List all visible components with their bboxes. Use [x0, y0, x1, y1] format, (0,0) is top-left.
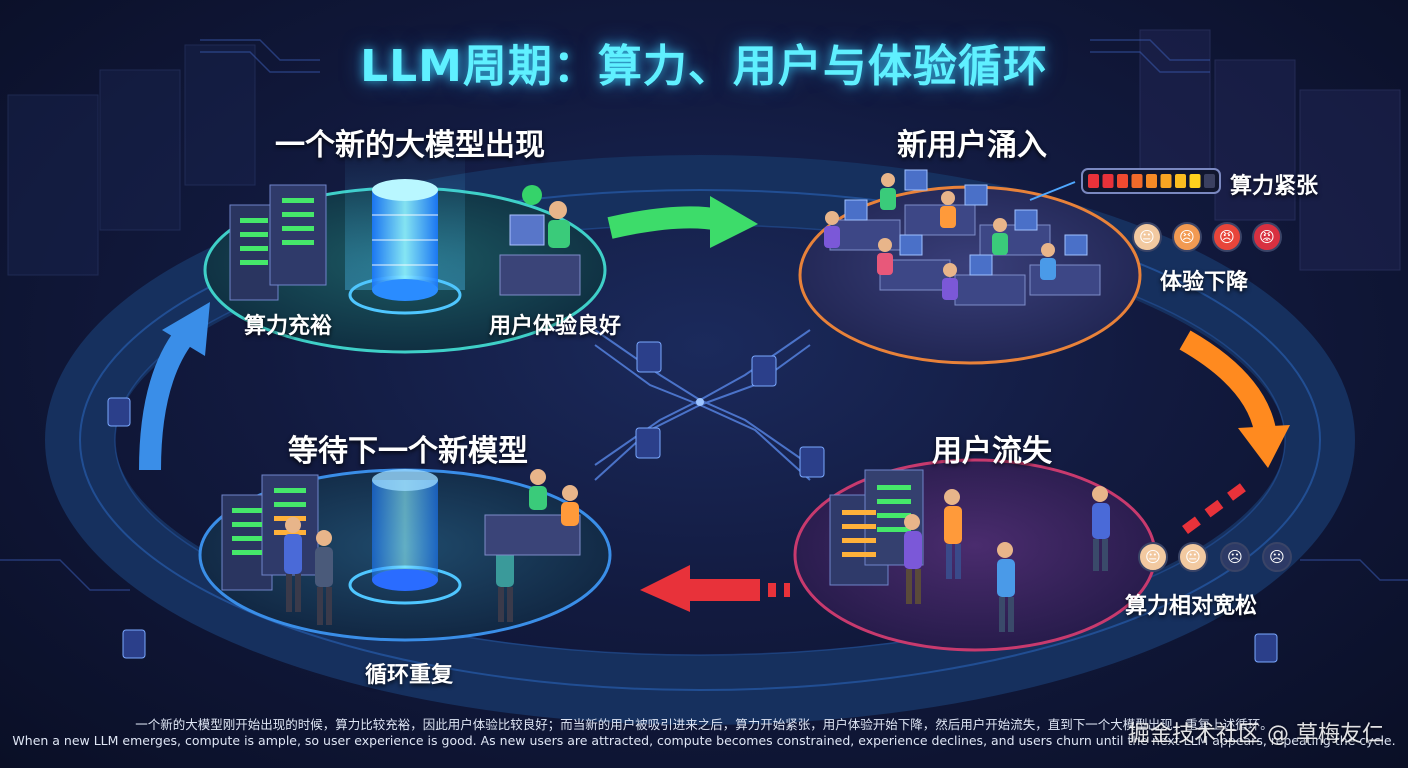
arrow-green [607, 196, 758, 248]
hub-node [696, 398, 704, 406]
glowing-cylinder-bottom [348, 469, 462, 605]
footer-caption-zh: 一个新的大模型刚开始出现的时候，算力比较充裕，因此用户体验比较良好；而当新的用户… [135, 717, 1273, 732]
meter-segment [1204, 174, 1215, 188]
stage-heading-new-model: 一个新的大模型出现 [275, 128, 545, 163]
servers-top-left [229, 184, 327, 301]
meter-segment [1189, 174, 1201, 188]
worried-face-icon: 😣 [1172, 222, 1202, 252]
meter-segment [1146, 174, 1157, 188]
compute-ample-label: 算力充裕 [244, 314, 333, 339]
furious-face-icon: 😡 [1252, 222, 1282, 252]
stage-heading-waiting: 等待下一个新模型 [288, 434, 528, 469]
stage-heading-users-influx: 新用户涌入 [897, 128, 1047, 163]
page-title: LLM周期：算力、用户与体验循环 [360, 41, 1048, 92]
data-cards [107, 341, 1278, 663]
arrow-red-dashed [1182, 477, 1253, 535]
meter-segment [1102, 174, 1114, 188]
glowing-cylinder-top [345, 140, 465, 315]
footer-caption-en: When a new LLM emerges, compute is ample… [12, 733, 1396, 748]
meter-segment [1175, 174, 1186, 188]
neutral-face-icon: 😐 [1138, 542, 1168, 572]
meter-segment [1117, 174, 1128, 188]
meter-segment [1160, 174, 1172, 188]
meter-segment [1088, 174, 1099, 188]
watermark: 掘金技术社区 @ 草梅友仁 [1128, 722, 1384, 747]
sad-face-icon: ☹ [1262, 542, 1292, 572]
circuit-lines [0, 39, 1408, 591]
arrow-blue [139, 302, 210, 471]
compute-meter [1029, 168, 1221, 201]
neutral-face-icon: 😐 [1178, 542, 1208, 572]
happy-user-desk [499, 185, 581, 296]
crowded-office [824, 169, 1101, 306]
neutral-face-icon: 😐 [1132, 222, 1162, 252]
arrow-red [640, 565, 790, 612]
compute-relaxed-label: 算力相对宽松 [1125, 594, 1258, 619]
cycle-repeat-label: 循环重复 [365, 663, 454, 688]
leaving-users [904, 486, 1110, 632]
stage-heading-user-churn: 用户流失 [932, 434, 1052, 469]
sad-face-icon: ☹ [1220, 542, 1250, 572]
angry-face-icon: 😠 [1212, 222, 1242, 252]
servers-bottom-left [221, 474, 319, 591]
waiting-people [284, 469, 581, 625]
experience-decline-label: 体验下降 [1160, 270, 1249, 295]
arrow-orange [1179, 330, 1290, 468]
background-servers [7, 29, 1401, 276]
meter-segment [1131, 174, 1143, 188]
compute-tight-label: 算力紧张 [1230, 174, 1319, 199]
smile-icon [522, 185, 542, 205]
good-experience-label: 用户体验良好 [489, 314, 622, 339]
